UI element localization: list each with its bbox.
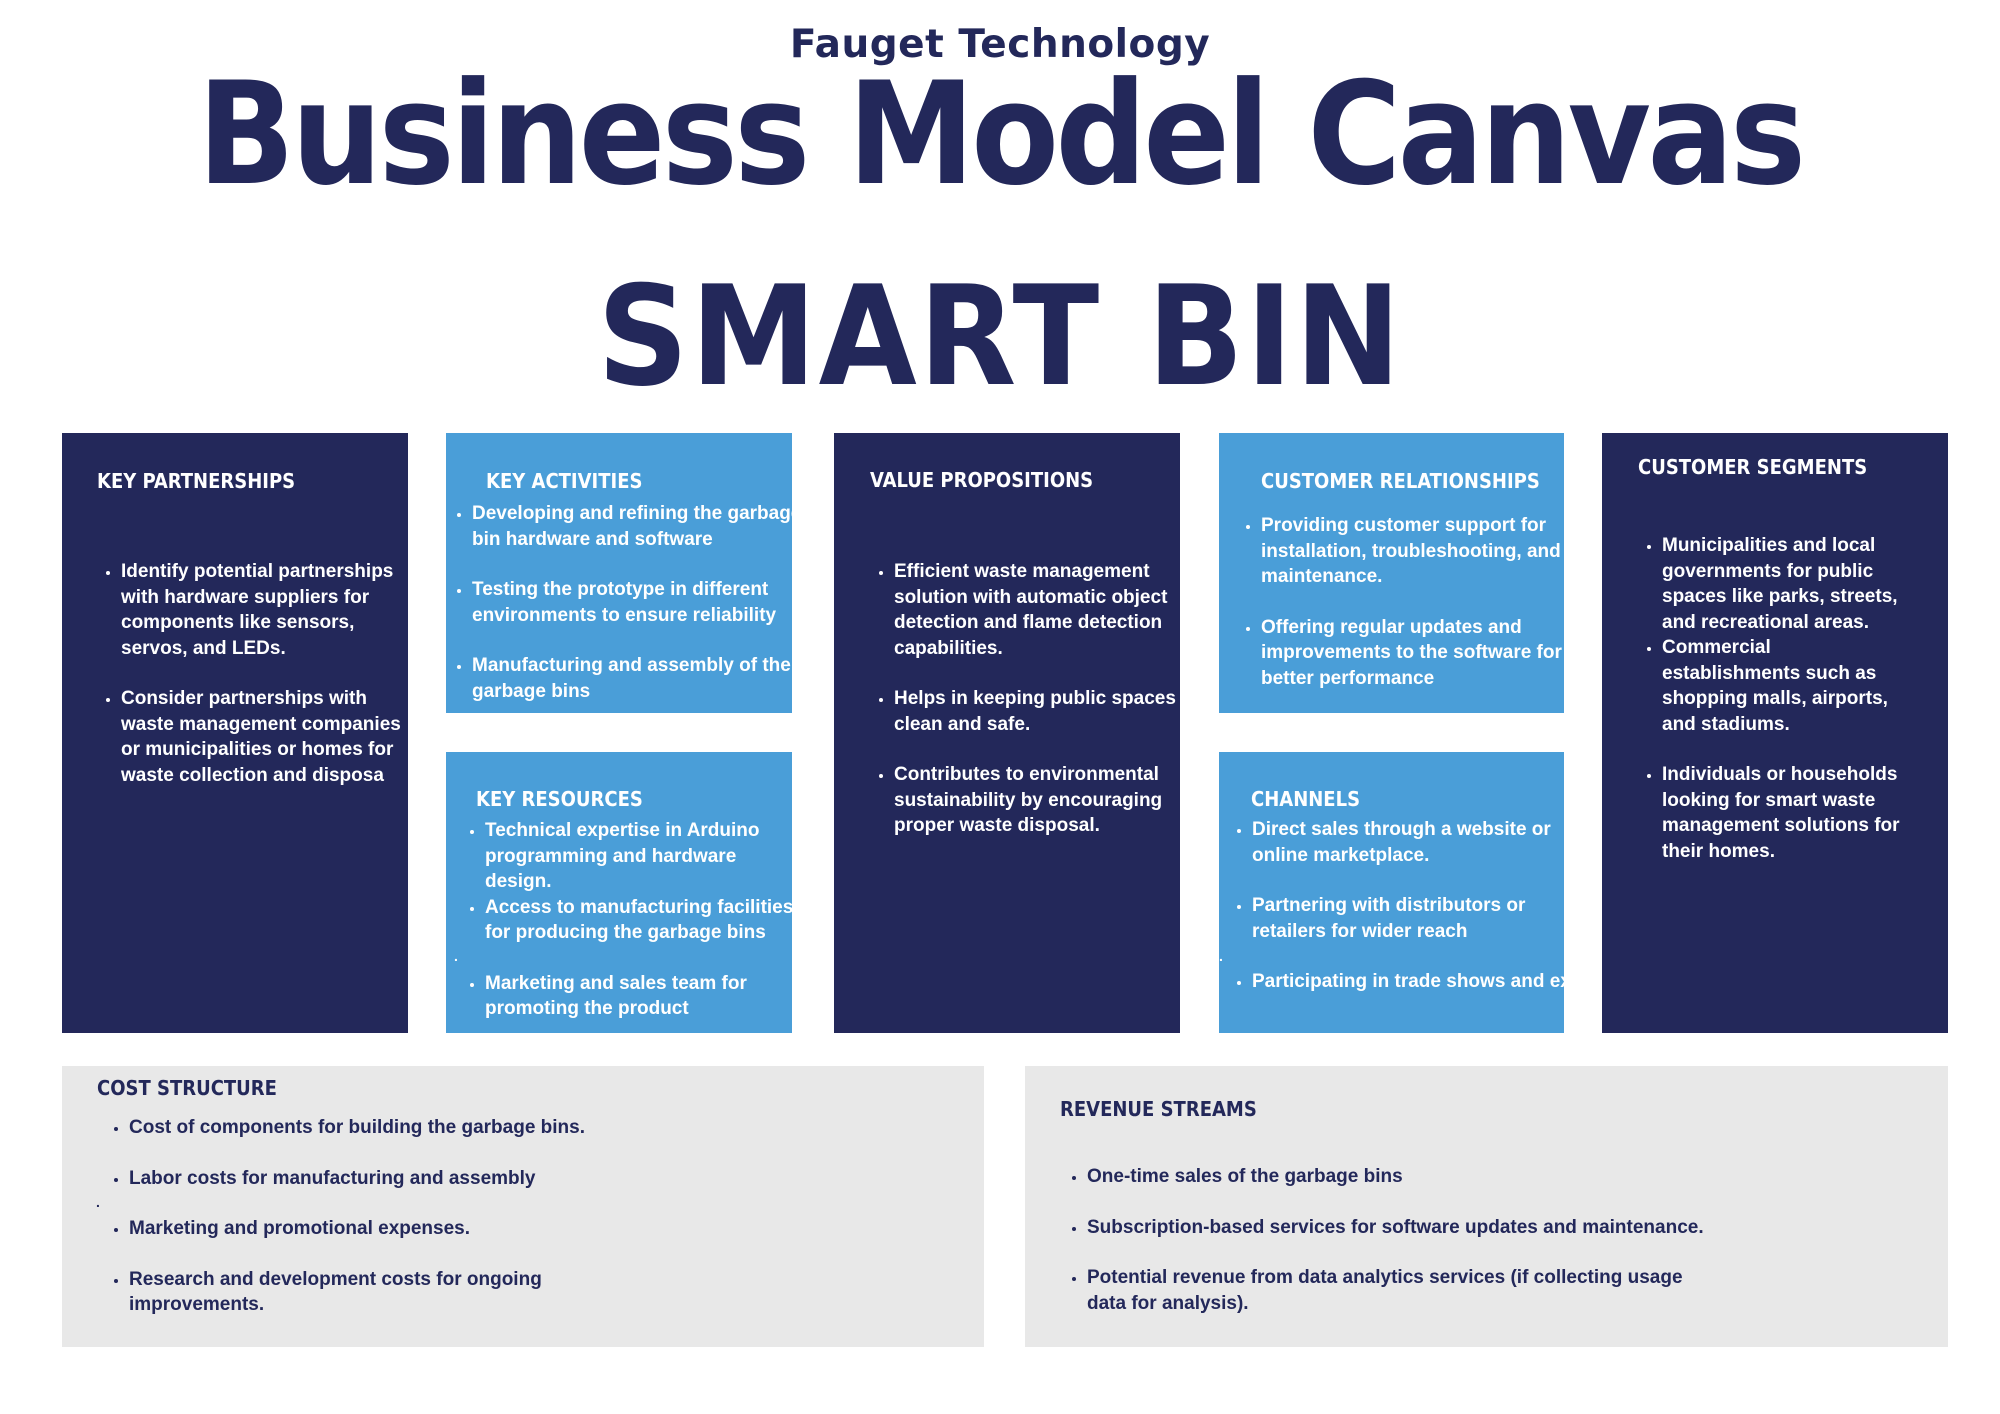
key-resources-box: KEY RESOURCES Technical expertise in Ard… [446, 752, 793, 1033]
list-item: Subscription-based services for software… [1087, 1215, 1787, 1241]
list-item: Individuals or households looking for sm… [1662, 762, 1902, 864]
cost-structure-title: COST STRUCTURE [97, 1076, 277, 1100]
customer-segments-title: CUSTOMER SEGMENTS [1638, 455, 1868, 479]
page-title: Business Model Canvas [197, 52, 1806, 217]
list-item: Research and development costs for ongoi… [129, 1267, 629, 1318]
list-item: Helps in keeping public spaces clean and… [894, 686, 1190, 737]
list-item: Access to manufacturing facilities for p… [485, 895, 807, 946]
list-item: Commercial establishments such as shoppi… [1662, 635, 1902, 737]
list-item: Marketing and promotional expenses. [129, 1216, 629, 1242]
key-activities-list: Developing and refining the garbage bin … [448, 501, 810, 704]
channels-list: Direct sales through a website or online… [1228, 817, 1879, 995]
list-item: Providing customer support for installat… [1261, 513, 1581, 590]
stray-dot: . [96, 1194, 100, 1210]
revenue-streams-title: REVENUE STREAMS [1060, 1097, 1257, 1121]
revenue-streams-box: REVENUE STREAMS One-time sales of the ga… [1025, 1066, 1948, 1347]
stray-dot: . [454, 948, 458, 964]
value-propositions-box: VALUE PROPOSITIONS Efficient waste manag… [834, 433, 1180, 1033]
list-item: Partnering with distributors or retailer… [1252, 893, 1586, 944]
list-item: Cost of components for building the garb… [129, 1115, 629, 1141]
list-item: Labor costs for manufacturing and assemb… [129, 1166, 629, 1192]
value-propositions-title: VALUE PROPOSITIONS [870, 468, 1094, 492]
revenue-streams-list: One-time sales of the garbage bins Subsc… [1063, 1164, 1787, 1316]
cost-structure-box: COST STRUCTURE Cost of components for bu… [62, 1066, 984, 1347]
key-partnerships-list: Identify potential partnerships with har… [97, 559, 411, 788]
channels-box: CHANNELS Direct sales through a website … [1219, 752, 1879, 1033]
value-propositions-list: Efficient waste management solution with… [870, 559, 1190, 839]
customer-relationships-title: CUSTOMER RELATIONSHIPS [1261, 469, 1540, 493]
list-item: Developing and refining the garbage bin … [472, 501, 810, 552]
key-partnerships-title: KEY PARTNERSHIPS [97, 469, 296, 493]
key-resources-title: KEY RESOURCES [476, 787, 643, 811]
channels-title: CHANNELS [1251, 787, 1361, 811]
key-partnerships-box: KEY PARTNERSHIPS Identify potential part… [62, 433, 408, 1033]
list-item: One-time sales of the garbage bins [1087, 1164, 1787, 1190]
list-item: Offering regular updates and improvement… [1261, 615, 1581, 692]
key-activities-title: KEY ACTIVITIES [486, 469, 643, 493]
list-item: Manufacturing and assembly of the garbag… [472, 653, 810, 704]
list-item: Efficient waste management solution with… [894, 559, 1190, 661]
list-item: Testing the prototype in different envir… [472, 577, 810, 628]
key-resources-list: Technical expertise in Arduino programmi… [461, 818, 807, 1022]
list-item: Consider partnerships with waste managem… [121, 686, 411, 788]
company-name: Fauget Technology [789, 22, 1211, 67]
list-item: Technical expertise in Arduino programmi… [485, 818, 807, 895]
list-item: Direct sales through a website or online… [1252, 817, 1586, 868]
stray-dot: . [1219, 948, 1223, 964]
list-item: Contributes to environmental sustainabil… [894, 762, 1190, 839]
list-item: Identify potential partnerships with har… [121, 559, 411, 661]
customer-relationships-list: Providing customer support for installat… [1237, 513, 1581, 691]
list-item: Marketing and sales team for promoting t… [485, 971, 807, 1022]
list-item: Municipalities and local governments for… [1662, 533, 1902, 635]
key-activities-box: KEY ACTIVITIES Developing and refining t… [446, 433, 801, 713]
list-item: Participating in trade shows and exhibit… [1252, 969, 1879, 995]
customer-relationships-box: CUSTOMER RELATIONSHIPS Providing custome… [1219, 433, 1564, 713]
customer-segments-box: CUSTOMER SEGMENTS Municipalities and loc… [1602, 433, 1948, 1033]
cost-structure-list: Cost of components for building the garb… [105, 1115, 629, 1318]
product-title: SMART BIN [597, 256, 1403, 417]
customer-segments-list: Municipalities and local governments for… [1638, 533, 1902, 864]
list-item: Potential revenue from data analytics se… [1087, 1265, 1687, 1316]
